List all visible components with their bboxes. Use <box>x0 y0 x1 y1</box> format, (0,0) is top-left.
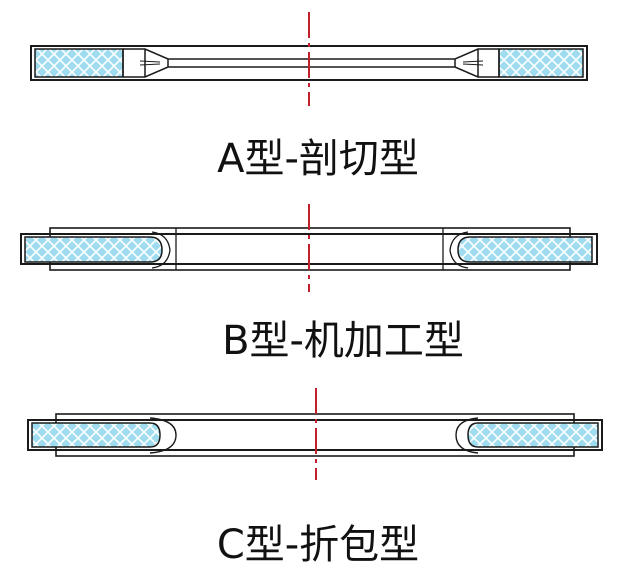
gasket-c-folded-type: C型-折包型 <box>27 388 603 568</box>
gasket-b-machined-type: B型-机加工型 <box>20 204 598 364</box>
machined-shoulder-right <box>442 228 469 270</box>
fold-left <box>149 417 177 454</box>
caption-c: C型-折包型 <box>217 522 419 568</box>
gasket-a-cut-type: A型-剖切型 <box>30 12 588 182</box>
cut-core-inner <box>139 60 484 66</box>
filler-left <box>24 236 163 263</box>
machined-shoulder-left <box>151 228 177 270</box>
caption-b: B型-机加工型 <box>222 318 464 364</box>
cut-core <box>122 48 500 78</box>
filler-left <box>31 422 161 448</box>
filler-right <box>467 422 599 448</box>
filler-right <box>498 48 584 78</box>
filler-left <box>34 48 124 78</box>
fold-right <box>455 417 479 454</box>
filler-right <box>457 236 593 263</box>
caption-a: A型-剖切型 <box>217 136 419 182</box>
